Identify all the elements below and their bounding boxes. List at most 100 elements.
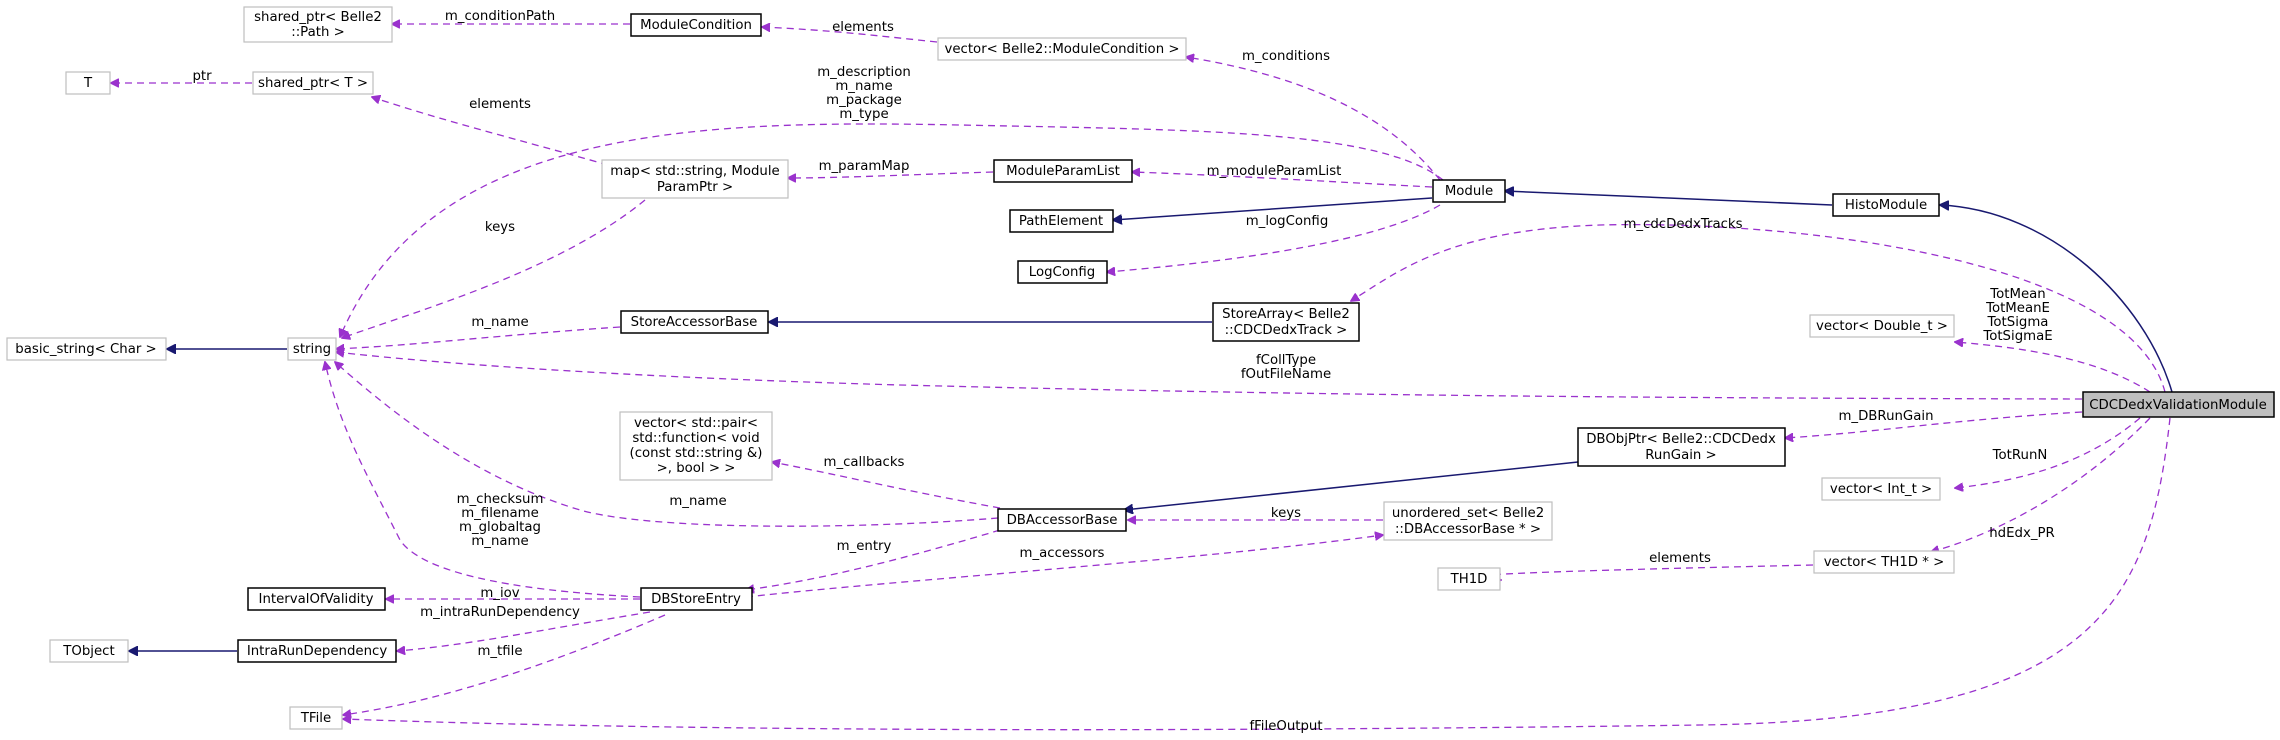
edge-focus-to-vector-double bbox=[1955, 342, 2151, 393]
edge-dbstoreentry-to-string bbox=[325, 362, 641, 598]
edges bbox=[111, 24, 2173, 731]
edge-module-to-string bbox=[340, 123, 1444, 337]
edge-label-m-logConfig: m_logConfig bbox=[1246, 214, 1329, 229]
edge-histomodule-to-module bbox=[1505, 191, 1833, 206]
edge-focus-to-dbobjptr bbox=[1785, 411, 2083, 438]
node-vector-th1d[interactable]: vector< TH1D * > bbox=[1813, 550, 1955, 574]
edge-label-entry-strings-3: m_name bbox=[471, 534, 528, 549]
node-vector-pair[interactable]: vector< std::pair< std::function< void (… bbox=[619, 411, 773, 481]
node-label-line: TObject bbox=[62, 644, 114, 659]
edge-module-to-logconfig bbox=[1107, 204, 1441, 272]
node-histo-module[interactable]: HistoModule bbox=[1832, 193, 1940, 217]
edge-module-to-pathelement bbox=[1113, 197, 1433, 220]
edge-dbaccessorbase-to-vectorpair bbox=[772, 462, 1001, 509]
node-string[interactable]: string bbox=[287, 337, 337, 361]
node-cdcdedx-validation-module[interactable]: CDCDedxValidationModule bbox=[2082, 391, 2275, 418]
edge-label-m-name-dba: m_name bbox=[669, 494, 726, 509]
node-shared-ptr-T[interactable]: shared_ptr< T > bbox=[252, 71, 374, 95]
node-vector-double[interactable]: vector< Double_t > bbox=[1809, 314, 1955, 338]
node-label-line: DBStoreEntry bbox=[651, 592, 741, 607]
edge-label-m-moduleParamList: m_moduleParamList bbox=[1207, 164, 1342, 179]
node-vector-module-condition[interactable]: vector< Belle2::ModuleCondition > bbox=[937, 37, 1187, 61]
node-label-line: map< std::string, Module bbox=[610, 164, 779, 179]
node-store-accessor-base[interactable]: StoreAccessorBase bbox=[620, 310, 769, 334]
edge-focus-to-tfile bbox=[343, 417, 2171, 731]
edge-label-m-tfile: m_tfile bbox=[477, 644, 522, 659]
edge-storeaccessorbase-to-string bbox=[336, 326, 621, 349]
edge-label-elements-cond: elements bbox=[832, 20, 894, 35]
node-store-array[interactable]: StoreArray< Belle2 ::CDCDedxTrack > bbox=[1212, 302, 1360, 342]
node-label-line: Module bbox=[1445, 184, 1493, 199]
node-label-line: ::Path > bbox=[291, 25, 345, 40]
edge-focus-to-histomodule bbox=[1940, 205, 2173, 393]
inheritance-edges bbox=[129, 191, 2173, 651]
node-th1d[interactable]: TH1D bbox=[1437, 567, 1501, 591]
edge-dbaccessorbase-to-dbstoreentry bbox=[746, 529, 1001, 590]
node-label-line: vector< Int_t > bbox=[1830, 482, 1932, 497]
node-label-line: shared_ptr< Belle2 bbox=[254, 10, 382, 25]
edge-label-tot-double-0: TotMean bbox=[1989, 287, 2045, 302]
edge-label-module-strings-3: m_type bbox=[839, 107, 888, 122]
edge-moduleparamlist-to-map bbox=[788, 171, 994, 178]
edge-label-elements-th1d: elements bbox=[1649, 551, 1711, 566]
edge-module-to-vector-cond bbox=[1186, 57, 1441, 181]
node-label-line: ::CDCDedxTrack > bbox=[1225, 323, 1348, 338]
edge-label-keys-map: keys bbox=[485, 220, 515, 235]
edge-label-module-strings-1: m_name bbox=[835, 79, 892, 94]
edge-vector-th1d-to-th1d bbox=[1471, 564, 1814, 580]
node-label-line: vector< Double_t > bbox=[1816, 319, 1948, 334]
node-module[interactable]: Module bbox=[1432, 179, 1506, 203]
edge-label-m-DBRunGain: m_DBRunGain bbox=[1838, 409, 1933, 424]
node-T[interactable]: T bbox=[65, 71, 111, 95]
edge-label-entry-strings-2: m_globaltag bbox=[459, 520, 541, 535]
node-label-line: T bbox=[83, 76, 93, 91]
node-vector-int[interactable]: vector< Int_t > bbox=[1821, 477, 1941, 501]
node-label-line: PathElement bbox=[1019, 214, 1103, 229]
nodes: shared_ptr< Belle2 ::Path > ModuleCondit… bbox=[6, 6, 2275, 730]
node-map-param[interactable]: map< std::string, Module ParamPtr > bbox=[601, 159, 789, 199]
edge-focus-to-string bbox=[336, 352, 2083, 400]
edge-label-module-strings-0: m_description bbox=[817, 65, 911, 80]
edge-label-m-conditionPath: m_conditionPath bbox=[445, 9, 555, 24]
node-label-line: CDCDedxValidationModule bbox=[2089, 398, 2267, 413]
node-unordered-set[interactable]: unordered_set< Belle2 ::DBAccessorBase *… bbox=[1383, 501, 1553, 541]
node-db-store-entry[interactable]: DBStoreEntry bbox=[640, 587, 753, 611]
node-basic-string[interactable]: basic_string< Char > bbox=[6, 337, 167, 361]
node-label-line: shared_ptr< T > bbox=[258, 76, 368, 91]
edge-dbstoreentry-to-tfile bbox=[343, 614, 666, 715]
edge-label-tot-double-2: TotSigma bbox=[1987, 315, 2049, 330]
node-label-line: (const std::string &) bbox=[630, 446, 763, 461]
node-path-element[interactable]: PathElement bbox=[1009, 209, 1114, 233]
usage-edges bbox=[111, 24, 2171, 731]
node-module-condition[interactable]: ModuleCondition bbox=[630, 13, 762, 37]
node-module-param-list[interactable]: ModuleParamList bbox=[993, 159, 1133, 183]
node-log-config[interactable]: LogConfig bbox=[1017, 260, 1108, 284]
node-label-line: vector< TH1D * > bbox=[1824, 555, 1945, 570]
node-label-line: unordered_set< Belle2 bbox=[1392, 506, 1544, 521]
edge-label-tot-double-3: TotSigmaE bbox=[1982, 329, 2052, 344]
node-tfile[interactable]: TFile bbox=[289, 706, 343, 730]
edge-label-module-strings-2: m_package bbox=[826, 93, 902, 108]
edge-dbaccessorbase-to-string bbox=[335, 362, 999, 527]
node-db-accessor-base[interactable]: DBAccessorBase bbox=[997, 508, 1127, 532]
edge-focus-to-storearray bbox=[1351, 223, 2166, 393]
node-interval-of-validity[interactable]: IntervalOfValidity bbox=[247, 587, 386, 611]
node-label-line: RunGain > bbox=[1645, 448, 1716, 463]
node-shared-ptr-path[interactable]: shared_ptr< Belle2 ::Path > bbox=[243, 6, 393, 43]
node-tobject[interactable]: TObject bbox=[49, 639, 129, 663]
edge-label-m-paramMap: m_paramMap bbox=[819, 159, 910, 174]
node-label-line: ModuleCondition bbox=[640, 18, 752, 33]
edge-dbstoreentry-to-unorderedset bbox=[745, 535, 1383, 598]
node-intra-run-dependency[interactable]: IntraRunDependency bbox=[237, 639, 397, 663]
edge-label-fcoll-1: fOutFileName bbox=[1241, 367, 1331, 382]
node-label-line: DBAccessorBase bbox=[1007, 513, 1118, 528]
node-label-line: basic_string< Char > bbox=[15, 342, 156, 357]
edge-label-hdEdx-PR: hdEdx_PR bbox=[1989, 526, 2055, 541]
node-dbobjptr[interactable]: DBObjPtr< Belle2::CDCDedx RunGain > bbox=[1577, 427, 1786, 467]
node-label-line: IntraRunDependency bbox=[247, 644, 388, 659]
node-label-line: ::DBAccessorBase * > bbox=[1395, 522, 1541, 537]
edge-label-keys-uset: keys bbox=[1271, 506, 1301, 521]
edge-label-TotRunN: TotRunN bbox=[1992, 448, 2048, 463]
edge-dbstoreentry-to-intrarundependency bbox=[397, 611, 651, 651]
